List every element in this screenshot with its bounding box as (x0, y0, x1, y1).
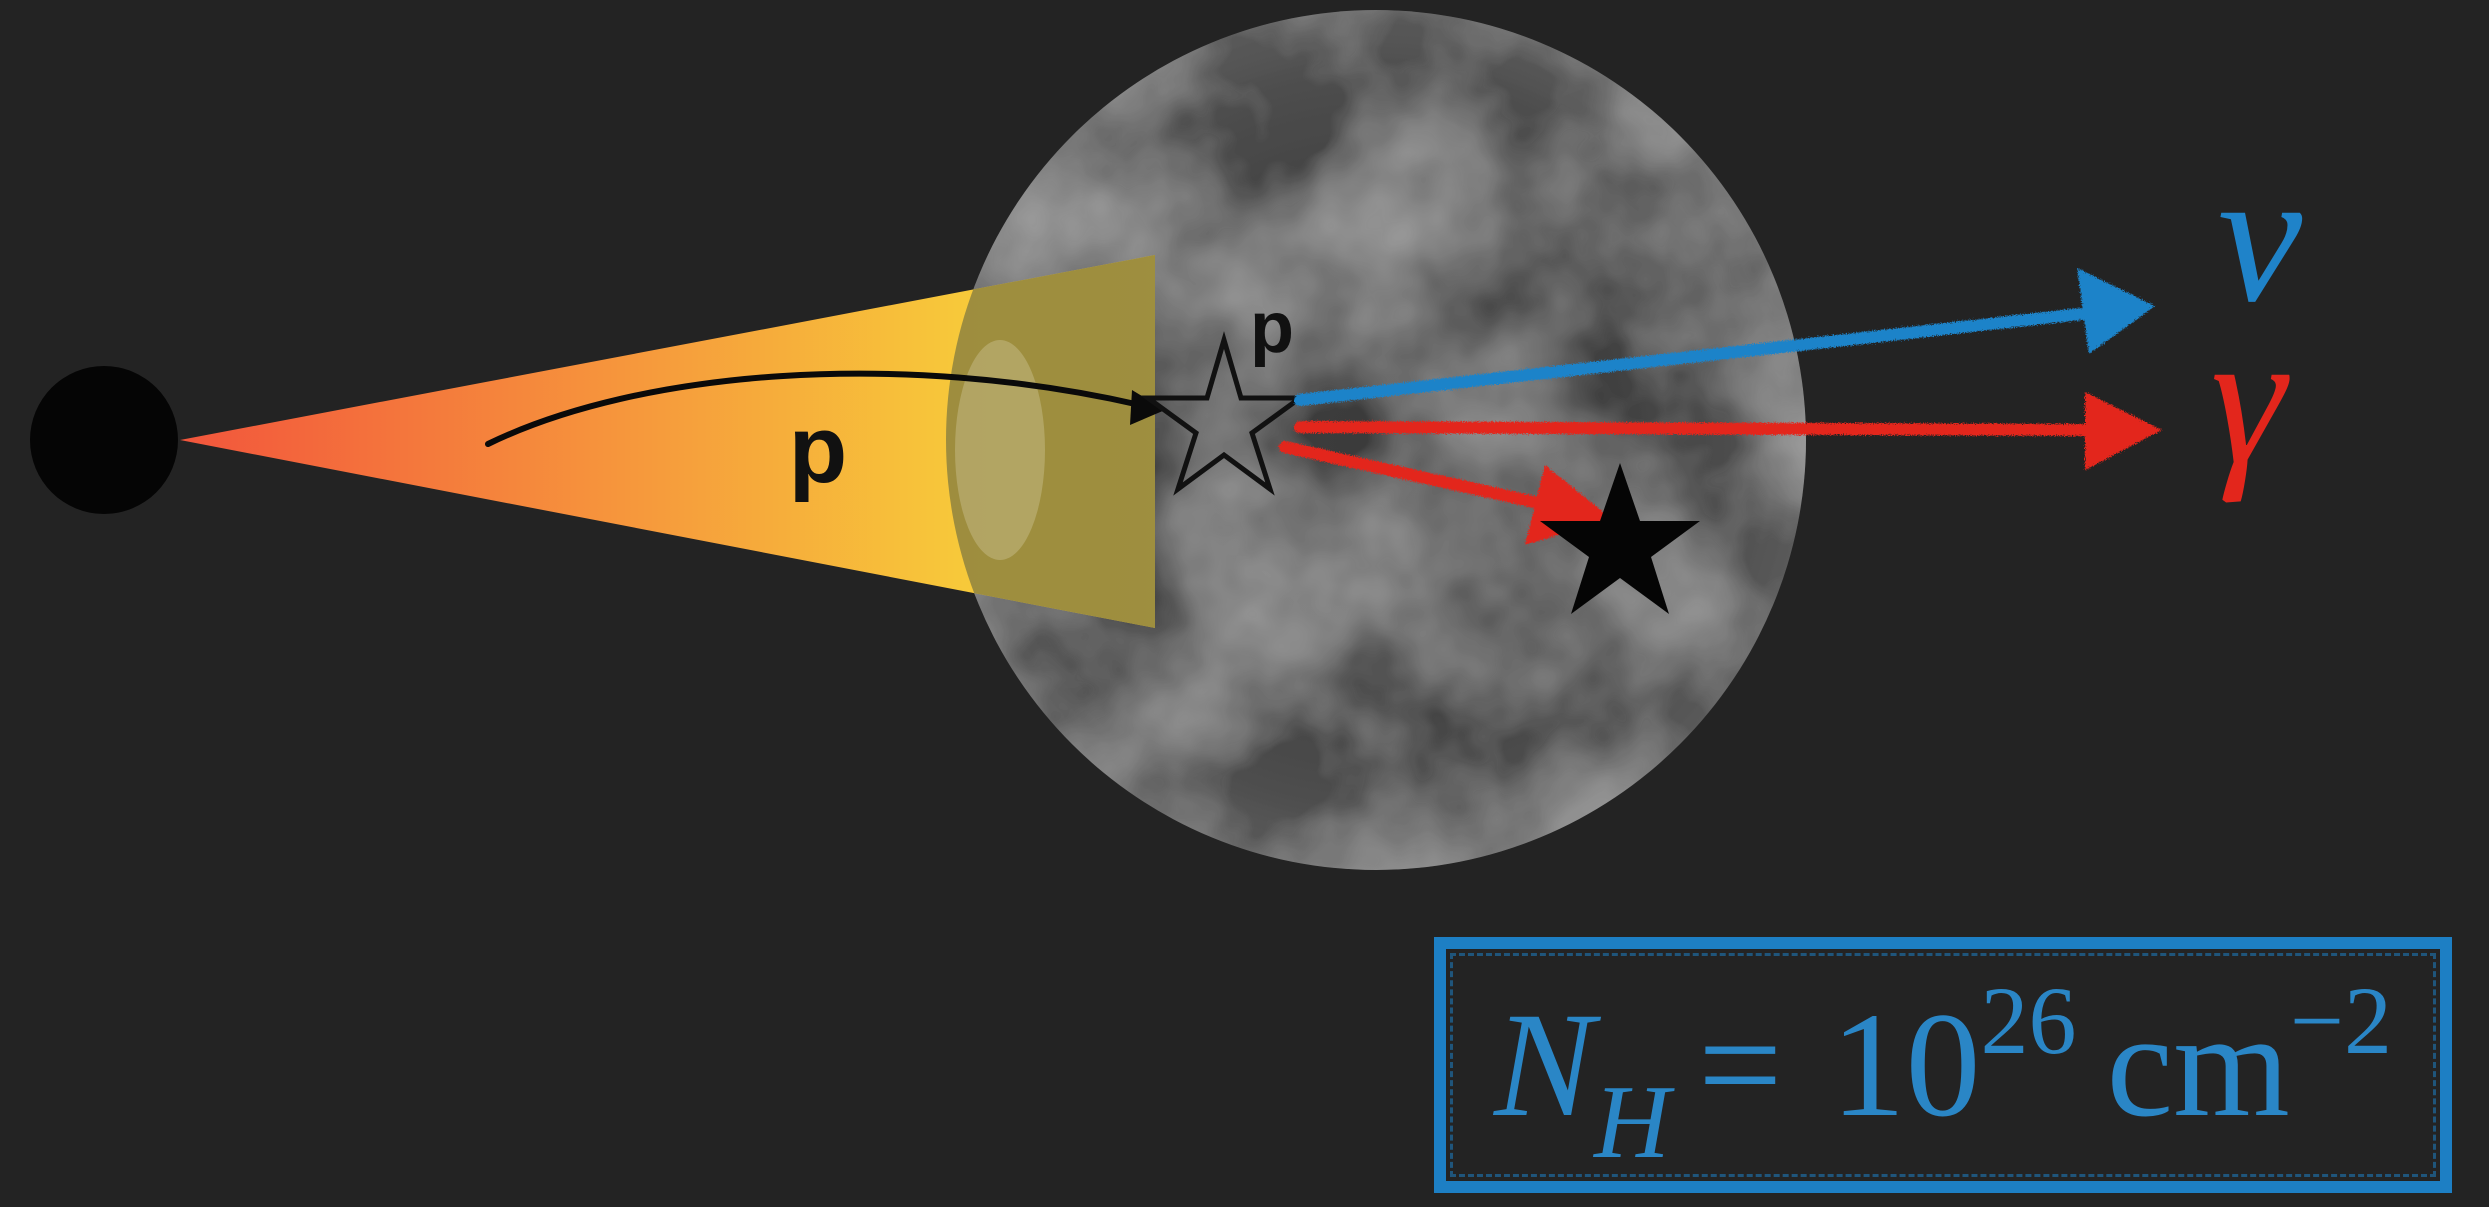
star-outline-icon (1140, 331, 1308, 496)
formula-symbol: N (1494, 982, 1595, 1148)
neutrino-arrow (1294, 268, 2155, 406)
formula-equals: = (1697, 982, 1783, 1148)
gas-cloud-icon (946, 10, 1806, 870)
formula-base: 10 (1830, 982, 1981, 1148)
star-filled-icon (1540, 463, 1700, 614)
formula-subscript: H (1594, 1063, 1670, 1180)
formula-exponent: 26 (1980, 967, 2077, 1074)
formula-unit-exponent: −2 (2289, 967, 2392, 1074)
neutrino-label: ν (2218, 132, 2303, 342)
gamma-arrow (1294, 392, 2162, 470)
proton-target-label: p (1250, 288, 1294, 368)
gamma-label: γ (2211, 294, 2291, 504)
black-hole-icon (30, 366, 178, 514)
proton-beam-cone (180, 255, 1155, 628)
formula-unit: cm (2106, 982, 2290, 1148)
proton-beam-label: p (789, 396, 848, 503)
proton-trajectory-arrow (485, 370, 1165, 447)
beam-cloud-overlap (946, 255, 1155, 628)
